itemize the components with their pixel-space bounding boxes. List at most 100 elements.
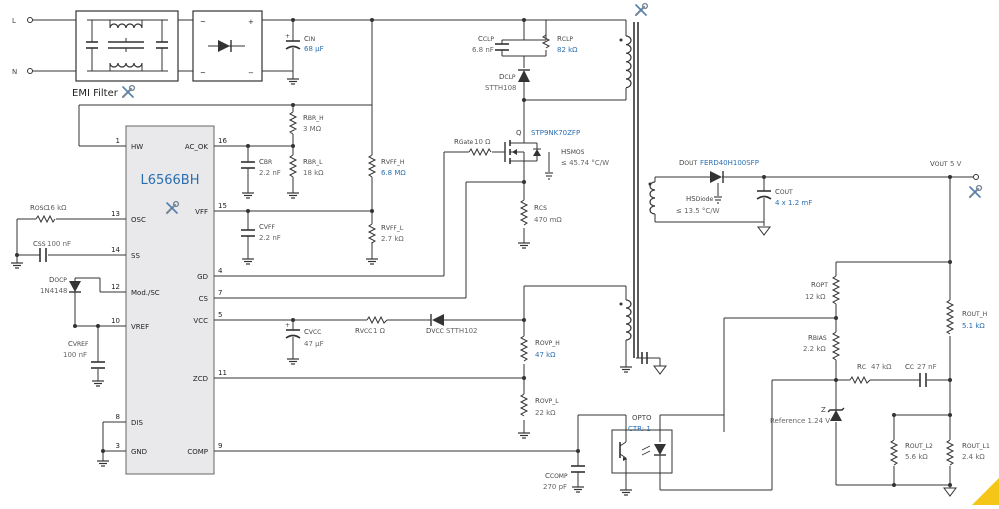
resistor-rgate[interactable] <box>468 147 492 157</box>
ic-pin-name: OSC <box>131 216 146 224</box>
capacitor-cout[interactable] <box>756 190 772 200</box>
resistor-rclp[interactable] <box>541 20 551 49</box>
rvff-h-ref: RVFF_H <box>381 158 404 166</box>
neutral-label: N <box>12 68 17 76</box>
svg-text:+: + <box>285 322 290 329</box>
capacitor-cbr[interactable] <box>241 161 255 169</box>
ic-pin-name: DIS <box>131 419 143 427</box>
rosc-ref: ROSC <box>30 204 48 212</box>
resistor-rbr-l[interactable] <box>288 154 298 183</box>
opto-ref: OPTO <box>632 414 652 422</box>
zener-z[interactable] <box>827 400 845 421</box>
resistor-rbias[interactable] <box>831 331 841 361</box>
emi-filter-block[interactable] <box>75 10 179 82</box>
rcs-value: 470 mΩ <box>534 216 562 224</box>
svg-text:+: + <box>285 33 290 40</box>
dvcc-value: STTH102 <box>446 327 478 335</box>
bridge-plus-label: + <box>248 18 254 26</box>
resistor-rosc[interactable] <box>35 214 56 224</box>
resistor-rvcc[interactable] <box>366 315 388 325</box>
resistor-rovp-l[interactable] <box>519 393 529 417</box>
heatsink-diode <box>714 183 722 204</box>
diode-dvcc[interactable] <box>428 314 444 326</box>
resistor-rvff-l[interactable] <box>367 223 377 245</box>
ic-pin-name: AC_OK <box>185 143 209 151</box>
ic-pin-gd[interactable]: 4GD <box>197 267 229 281</box>
optocoupler[interactable] <box>611 429 673 474</box>
ic-pin-name: HW <box>131 143 143 151</box>
diode-dclp[interactable] <box>518 69 530 88</box>
rosc-value: 16 kΩ <box>46 204 67 212</box>
ccomp-value: 270 pF <box>543 483 567 491</box>
hsmos-ref: HSMOS <box>561 148 585 156</box>
diode-docp[interactable] <box>69 281 81 293</box>
rout-h-ref: ROUT_H <box>962 310 987 318</box>
dclp-value: STTH108 <box>485 84 517 92</box>
ic-pin-name: VCC <box>193 317 208 325</box>
rbias-ref: RBIAS <box>808 334 827 342</box>
rovp-l-ref: ROVP_L <box>535 397 559 405</box>
resistor-rvff-h[interactable] <box>367 154 377 183</box>
ground-arrow <box>757 226 771 236</box>
ic-pin-cs[interactable]: 7CS <box>199 289 229 303</box>
cout-value: 4 x 1.2 mF <box>775 199 812 207</box>
hsdiode-ref: HSDiode <box>686 195 713 203</box>
controller-ic[interactable] <box>125 125 215 475</box>
ic-pin-number: 12 <box>111 283 120 291</box>
capacitor-cvff[interactable] <box>241 229 255 237</box>
ic-pin-name: ZCD <box>193 375 208 383</box>
capacitor-ccomp[interactable] <box>571 465 585 473</box>
resistor-rout-h[interactable] <box>945 299 955 338</box>
transformer[interactable] <box>619 22 667 375</box>
resistor-ropt[interactable] <box>831 275 841 305</box>
rovp-h-value: 47 kΩ <box>535 351 556 359</box>
ic-pin-hw[interactable]: 1HW <box>111 137 143 151</box>
resistor-rout-l1[interactable] <box>945 439 955 466</box>
vout-ref: VOUT <box>930 160 948 168</box>
ic-pin-number: 10 <box>111 317 120 325</box>
capacitor-css[interactable] <box>39 248 47 262</box>
resistor-rcs[interactable] <box>519 199 529 226</box>
resistor-rovp-h[interactable] <box>519 335 529 362</box>
capacitor-cclp[interactable] <box>495 43 509 51</box>
bridge-rectifier[interactable]: ~ ~ + − <box>192 10 263 82</box>
rc-value: 47 kΩ <box>871 363 892 371</box>
cclp-value: 6.8 nF <box>472 46 494 54</box>
ic-pin-name: COMP <box>187 448 208 456</box>
resistor-rout-l2[interactable] <box>889 439 899 466</box>
ic-pin-name: VREF <box>131 323 149 331</box>
cvcc-ref: CVCC <box>304 328 321 336</box>
cbr-ref: CBR <box>259 158 272 166</box>
wrench-screwdriver-icon[interactable] <box>968 184 983 199</box>
rout-l2-ref: ROUT_L2 <box>905 442 933 450</box>
cin-value: 68 µF <box>304 45 324 53</box>
docp-ref: DOCP <box>49 276 67 284</box>
resistor-rc[interactable] <box>849 375 871 385</box>
capacitor-cvcc[interactable]: + <box>285 322 301 339</box>
rc-ref: RC <box>857 363 866 371</box>
mosfet-q[interactable] <box>504 135 553 180</box>
capacitor-cvref[interactable] <box>91 361 105 369</box>
wrench-screwdriver-icon[interactable] <box>121 84 136 99</box>
diode-dout[interactable] <box>710 171 726 183</box>
line-label: L <box>12 17 16 25</box>
dvcc-ref: DVCC <box>426 327 444 335</box>
capacitor-cin[interactable]: + <box>285 33 301 50</box>
wrench-screwdriver-icon[interactable] <box>634 2 649 17</box>
capacitor-cc[interactable] <box>919 373 927 387</box>
output-terminal-vout <box>973 174 979 180</box>
rbias-value: 2.2 kΩ <box>803 345 826 353</box>
resistor-rbr-h[interactable] <box>288 111 298 138</box>
